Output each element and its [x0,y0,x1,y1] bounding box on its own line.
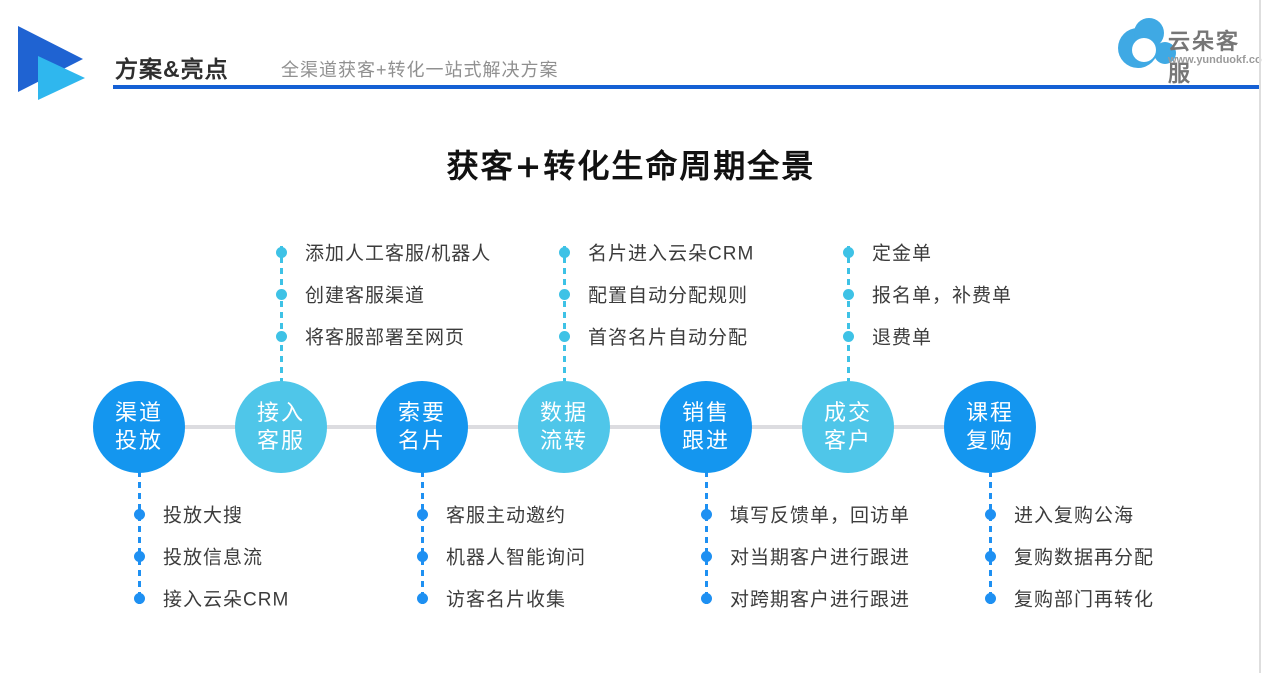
flow-stage-circle: 成交客户 [802,381,894,473]
list-item: 访客名片收集 [446,589,567,611]
bullet-dot [984,592,996,604]
bullet-dot [700,550,712,562]
dashed-connector [704,471,708,604]
stage-label-line: 课程 [965,400,1014,425]
flow-stage-circle: 渠道投放 [93,381,185,473]
header-underline [113,85,1260,89]
bullet-dot [275,330,287,342]
bullet-dot [416,592,428,604]
stage-label-line: 流转 [539,428,588,453]
bullet-dot [275,288,287,300]
bullet-dot [133,550,145,562]
stage-label-line: 客户 [823,428,872,453]
brand-name: 云朵客服 [1168,29,1241,86]
stage-label-line: 销售 [681,400,730,425]
stage-label-line: 客服 [256,428,305,453]
stage-label-line: 投放 [114,428,163,453]
page-title: 获客+转化生命周期全景 [446,147,816,185]
bullet-dot [842,288,854,300]
cloud-icon [1118,18,1178,68]
list-item: 客服主动邀约 [446,505,567,527]
flow-stage-circle: 数据流转 [518,381,610,473]
stage-label-line: 渠道 [114,400,163,425]
list-item: 添加人工客服/机器人 [305,243,492,265]
flow-stage-circle: 销售跟进 [660,381,752,473]
play-triangle-light-icon [38,56,85,100]
list-item: 复购部门再转化 [1014,589,1155,611]
list-item: 投放大搜 [163,505,244,527]
bullet-dot [700,508,712,520]
dashed-connector [279,246,283,384]
bullet-dot [558,246,570,258]
bullet-dot [416,508,428,520]
stage-label-line: 成交 [823,400,872,425]
page-edge-divider [1259,0,1261,673]
list-item: 将客服部署至网页 [305,327,466,349]
dashed-connector [420,471,424,604]
list-item: 首咨名片自动分配 [588,327,749,349]
bullet-dot [558,288,570,300]
section-title: 方案&亮点 [115,56,229,82]
list-item: 创建客服渠道 [305,285,426,307]
brand-logo: 云朵客服 www.yunduokf.com [1112,14,1262,86]
list-item: 接入云朵CRM [163,589,290,611]
bullet-dot [133,592,145,604]
bullet-dot [842,330,854,342]
list-item: 填写反馈单，回访单 [730,505,911,527]
stage-label-line: 复购 [965,428,1014,453]
bullet-dot [700,592,712,604]
list-item: 投放信息流 [163,547,264,569]
bullet-dot [984,508,996,520]
bullet-dot [275,246,287,258]
bullet-dot [984,550,996,562]
flow-stage-circle: 索要名片 [376,381,468,473]
flow-stage-circle: 接入客服 [235,381,327,473]
stage-label-line: 名片 [397,428,446,453]
list-item: 配置自动分配规则 [588,285,749,307]
stage-label-line: 接入 [256,400,305,425]
bullet-dot [416,550,428,562]
list-item: 复购数据再分配 [1014,547,1155,569]
stage-label-line: 跟进 [681,428,730,453]
list-item: 对当期客户进行跟进 [730,547,911,569]
flow-stage-circle: 课程复购 [944,381,1036,473]
list-item: 机器人智能询问 [446,547,587,569]
stage-label-line: 数据 [539,400,588,425]
list-item: 对跨期客户进行跟进 [730,589,911,611]
list-item: 退费单 [872,327,933,349]
list-item: 进入复购公海 [1014,505,1135,527]
brand-url: www.yunduokf.com [1168,54,1262,66]
dashed-connector [988,471,992,604]
dashed-connector [846,246,850,384]
bullet-dot [558,330,570,342]
list-item: 报名单，补费单 [872,285,1013,307]
bullet-dot [133,508,145,520]
list-item: 定金单 [872,243,933,265]
dashed-connector [562,246,566,384]
bullet-dot [842,246,854,258]
dashed-connector [137,471,141,604]
section-subtitle: 全渠道获客+转化一站式解决方案 [281,60,559,80]
stage-label-line: 索要 [397,400,446,425]
list-item: 名片进入云朵CRM [588,243,755,265]
